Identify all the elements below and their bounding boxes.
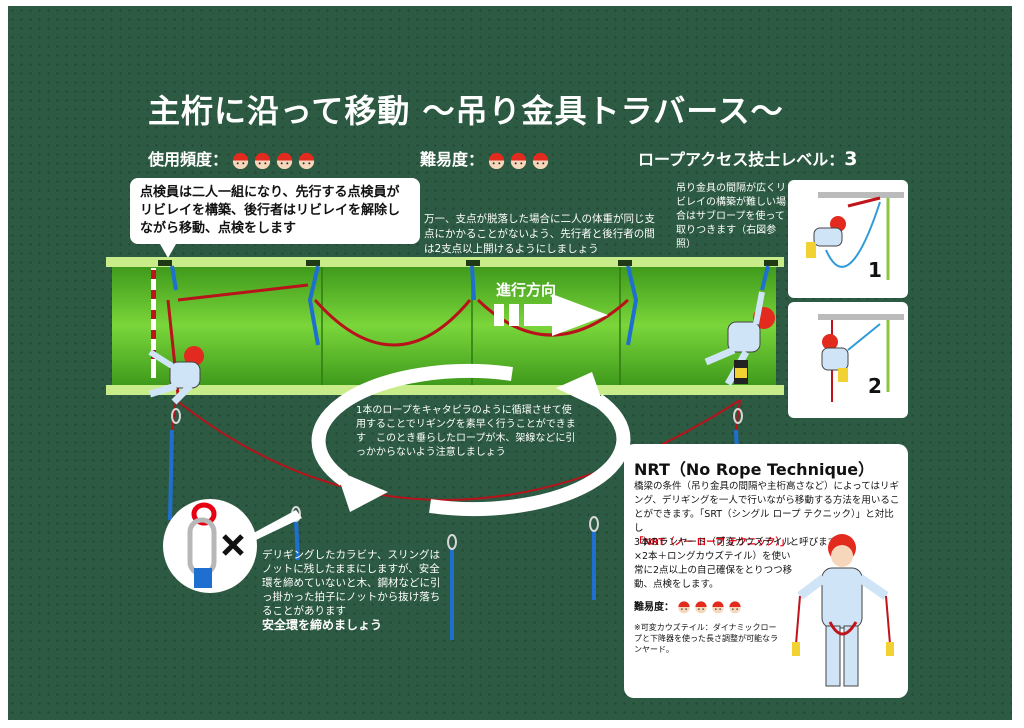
step-2-number: 2 bbox=[868, 374, 882, 398]
nrt-card: NRT（No Rope Technique） 橋梁の条件（吊り金具の間隔や主桁高… bbox=[624, 444, 908, 698]
step-1-illustration bbox=[806, 192, 904, 280]
rope-access-level: ロープアクセス技士レベル：3 bbox=[638, 146, 857, 170]
striped-pole bbox=[151, 268, 156, 378]
frequency-rating: 使用頻度： bbox=[148, 146, 316, 170]
nrt-difficulty: 難易度： bbox=[634, 598, 742, 614]
helmet-face-icon bbox=[678, 601, 690, 614]
frequency-label: 使用頻度： bbox=[148, 150, 229, 169]
left-climber bbox=[148, 346, 204, 405]
carabiner-note-body: デリギングしたカラビナ、スリングはノットに残したままにしますが、安全環を締めてい… bbox=[262, 549, 441, 617]
step-2-illustration bbox=[818, 314, 904, 402]
helmet-face-icon bbox=[276, 152, 293, 170]
nrt-difficulty-faces bbox=[674, 601, 742, 614]
helmet-face-icon bbox=[298, 152, 315, 170]
helmet-face-icon bbox=[695, 601, 707, 614]
frequency-faces bbox=[228, 150, 316, 170]
step-1-number: 1 bbox=[868, 258, 882, 282]
level-label: ロープアクセス技士レベル： bbox=[638, 150, 845, 169]
loop-arrows bbox=[311, 364, 631, 516]
lead-callout: 点検員は二人一組になり、先行する点検員がリビレイを構築、後行者はリビレイを解除し… bbox=[130, 178, 420, 244]
level-value: 3 bbox=[844, 148, 858, 170]
right-climber bbox=[704, 291, 775, 386]
helmet-face-icon bbox=[488, 152, 505, 170]
loop-note: 1本のロープをキャタピラのように循環させて使用することでリギングを素早く行うこと… bbox=[356, 405, 576, 458]
nrt-intro: 橋梁の条件（吊り金具の間隔や主桁高さなど）によってはリギング、デリギングを一人で… bbox=[634, 480, 900, 550]
helmet-face-icon bbox=[510, 152, 527, 170]
helmet-face-icon bbox=[532, 152, 549, 170]
carabiner-note: デリギングしたカラビナ、スリングはノットに残したままにしますが、安全環を締めてい… bbox=[262, 548, 448, 633]
helmet-face-icon bbox=[712, 601, 724, 614]
nrt-body-2: と呼びます。 bbox=[789, 537, 846, 548]
helmet-face-icon bbox=[232, 152, 249, 170]
nrt-worker-illustration bbox=[792, 534, 894, 687]
nrt-body-red: 「NRT（ノー ロープ テクニック）」 bbox=[634, 537, 790, 548]
step-panel-2: 2 bbox=[788, 302, 908, 418]
helmet-face-icon bbox=[729, 601, 741, 614]
nrt-title: NRT（No Rope Technique） bbox=[634, 460, 875, 479]
difficulty-rating: 難易度： bbox=[420, 146, 550, 170]
lead-callout-tail bbox=[160, 244, 176, 258]
direction-arrow bbox=[494, 294, 608, 336]
step-panel-1: 1 bbox=[788, 180, 908, 298]
carabiners bbox=[171, 408, 743, 550]
nrt-method: 3本のランヤード（可変カウズテイル×2本＋ロングカウズテイル）を使い常に2点以上… bbox=[634, 537, 793, 590]
nrt-body-1: 橋梁の条件（吊り金具の間隔や主桁高さなど）によってはリギング、デリギングを一人で… bbox=[634, 481, 900, 534]
helmet-face-icon bbox=[254, 152, 271, 170]
sub-rope-note: 吊り金具の間隔が広くリビレイの構築が難しい場合はサブロープを使って取りつきます（… bbox=[676, 183, 786, 250]
carabiner-warning-icon bbox=[163, 499, 257, 593]
nrt-difficulty-label: 難易度： bbox=[634, 602, 674, 613]
hanging-slings bbox=[168, 429, 740, 640]
difficulty-label: 難易度： bbox=[420, 150, 485, 169]
difficulty-faces bbox=[484, 150, 550, 170]
nrt-footnote: ※可変カウズテイル：ダイナミックロープと下降器を使った長さ調整が可能なランヤード… bbox=[634, 623, 778, 654]
carabiner-note-emphasis: 安全環を締めましょう bbox=[262, 618, 383, 632]
page-title: 主桁に沿って移動 ～吊り金具トラバース～ bbox=[148, 92, 784, 130]
safety-note: 万一、支点が脱落した場合に二人の体重が同じ支点にかかることがないよう、先行者と後… bbox=[424, 213, 655, 255]
warning-pointer bbox=[248, 510, 302, 540]
slings bbox=[170, 265, 770, 346]
direction-label: 進行方向 bbox=[496, 281, 557, 299]
